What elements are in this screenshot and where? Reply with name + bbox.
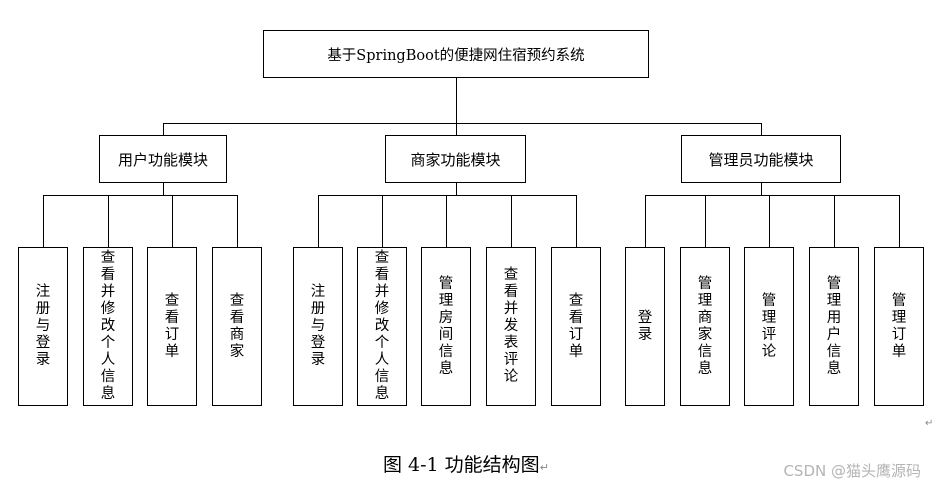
connector (576, 195, 577, 247)
connector (108, 195, 109, 247)
leaf-node: 查看并修改个人信息 (83, 247, 133, 406)
connector (761, 123, 762, 135)
leaf-node: 注册与登录 (293, 247, 343, 406)
leaf-label: 注册与登录 (310, 284, 326, 368)
leaf-label: 登录 (637, 309, 653, 343)
leaf-label: 查看订单 (568, 292, 584, 360)
leaf-node: 登录 (625, 247, 665, 406)
module-title: 管理员功能模块 (708, 150, 814, 169)
connector (163, 123, 761, 124)
leaf-label: 管理房间信息 (438, 275, 454, 377)
connector (761, 183, 762, 195)
caption-text: 图 4-1 功能结构图 (383, 454, 540, 476)
leaf-label: 查看并修改个人信息 (100, 250, 116, 402)
leaf-label: 管理商家信息 (697, 275, 713, 377)
leaf-node: 查看并修改个人信息 (357, 247, 407, 406)
connector (456, 123, 457, 135)
leaf-node: 查看商家 (212, 247, 262, 406)
leaf-node: 管理房间信息 (421, 247, 471, 406)
connector (382, 195, 383, 247)
connector (456, 183, 457, 195)
root-title: 基于SpringBoot的便捷网住宿预约系统 (327, 47, 585, 64)
leaf-node: 管理商家信息 (680, 247, 730, 406)
connector (163, 183, 164, 195)
connector (705, 195, 706, 247)
leaf-label: 查看商家 (229, 292, 245, 360)
connector (511, 195, 512, 247)
leaf-node: 管理订单 (874, 247, 924, 406)
leaf-node: 查看并发表评论 (486, 247, 536, 406)
connector (769, 195, 770, 247)
leaf-label: 管理用户信息 (826, 275, 842, 377)
connector (43, 195, 44, 247)
connector (43, 195, 237, 196)
paragraph-mark-icon: ↵ (539, 461, 549, 474)
connector (456, 78, 457, 123)
connector (834, 195, 835, 247)
connector (172, 195, 173, 247)
connector (163, 123, 164, 135)
leaf-label: 查看并发表评论 (503, 267, 519, 385)
leaf-label: 查看订单 (164, 292, 180, 360)
leaf-node: 查看订单 (147, 247, 197, 406)
module-user: 用户功能模块 (99, 135, 227, 183)
leaf-label: 查看并修改个人信息 (374, 250, 390, 402)
connector (446, 195, 447, 247)
leaf-node: 管理用户信息 (809, 247, 859, 406)
connector (318, 195, 576, 196)
figure-caption: 图 4-1 功能结构图↵ (383, 450, 549, 477)
leaf-label: 管理订单 (891, 292, 907, 360)
root-node: 基于SpringBoot的便捷网住宿预约系统 (263, 30, 649, 78)
leaf-node: 查看订单 (551, 247, 601, 406)
leaf-node: 注册与登录 (18, 247, 68, 406)
connector (318, 195, 319, 247)
leaf-node: 管理评论 (744, 247, 794, 406)
paragraph-mark-icon: ↵ (925, 418, 934, 429)
connector (237, 195, 238, 247)
module-title: 用户功能模块 (117, 150, 208, 169)
module-merchant: 商家功能模块 (385, 135, 526, 183)
connector (899, 195, 900, 247)
leaf-label: 管理评论 (761, 292, 777, 360)
leaf-label: 注册与登录 (35, 284, 51, 368)
module-title: 商家功能模块 (410, 150, 501, 169)
module-admin: 管理员功能模块 (681, 135, 841, 183)
watermark: CSDN @猫头鹰源码 (783, 462, 921, 480)
connector (645, 195, 899, 196)
connector (645, 195, 646, 247)
